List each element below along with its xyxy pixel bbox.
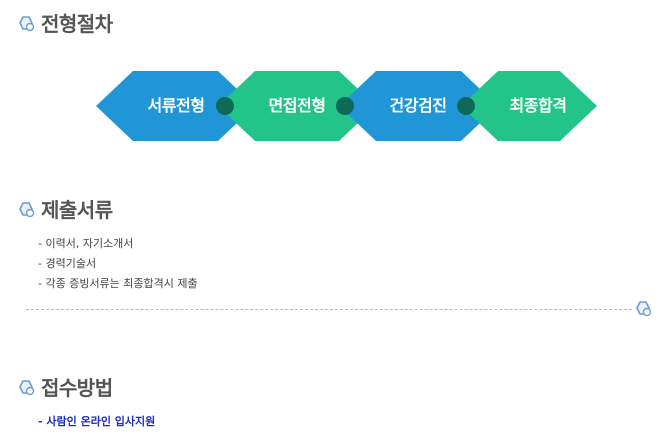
section-title-process: 전형절차 bbox=[16, 8, 113, 37]
hexagon-bubble-icon bbox=[636, 301, 652, 317]
section-title-apply: 접수방법 bbox=[16, 372, 113, 401]
process-flow-graphic bbox=[96, 71, 597, 141]
connector-dot-2 bbox=[336, 97, 354, 115]
hexagon-bubble-icon bbox=[19, 15, 35, 31]
list-item: - 경력기술서 bbox=[38, 257, 97, 270]
step-label-final-pass: 최종합격 bbox=[509, 96, 567, 115]
list-item: - 각종 증빙서류는 최종합격시 제출 bbox=[38, 277, 198, 290]
section-title-label: 전형절차 bbox=[41, 12, 113, 36]
step-shape-4 bbox=[461, 71, 597, 141]
section-title-label: 접수방법 bbox=[41, 376, 113, 400]
connector-dot-1 bbox=[216, 97, 234, 115]
section-title-label: 제출서류 bbox=[41, 198, 113, 222]
connector-dot-3 bbox=[457, 97, 475, 115]
step-shape-2 bbox=[218, 71, 376, 141]
documents-list: - 이력서, 자기소개서 - 경력기술서 - 각종 증빙서류는 최종합격시 제출 bbox=[38, 234, 198, 294]
section-title-documents: 제출서류 bbox=[16, 194, 113, 223]
step-label-health-check: 건강검진 bbox=[389, 96, 447, 115]
step-label-interview: 면접전형 bbox=[268, 96, 326, 115]
process-flow: 서류전형 면접전형 건강검진 최종합격 bbox=[0, 66, 672, 146]
step-shape-1 bbox=[96, 71, 255, 141]
list-item: - 이력서, 자기소개서 bbox=[38, 237, 134, 250]
section-divider bbox=[26, 309, 632, 310]
step-shape-3 bbox=[339, 71, 498, 141]
hexagon-bubble-icon bbox=[19, 201, 35, 217]
apply-method-link[interactable]: - 사람인 온라인 입사지원 bbox=[38, 415, 156, 428]
step-label-document-screening: 서류전형 bbox=[147, 96, 205, 115]
hexagon-bubble-icon bbox=[19, 379, 35, 395]
